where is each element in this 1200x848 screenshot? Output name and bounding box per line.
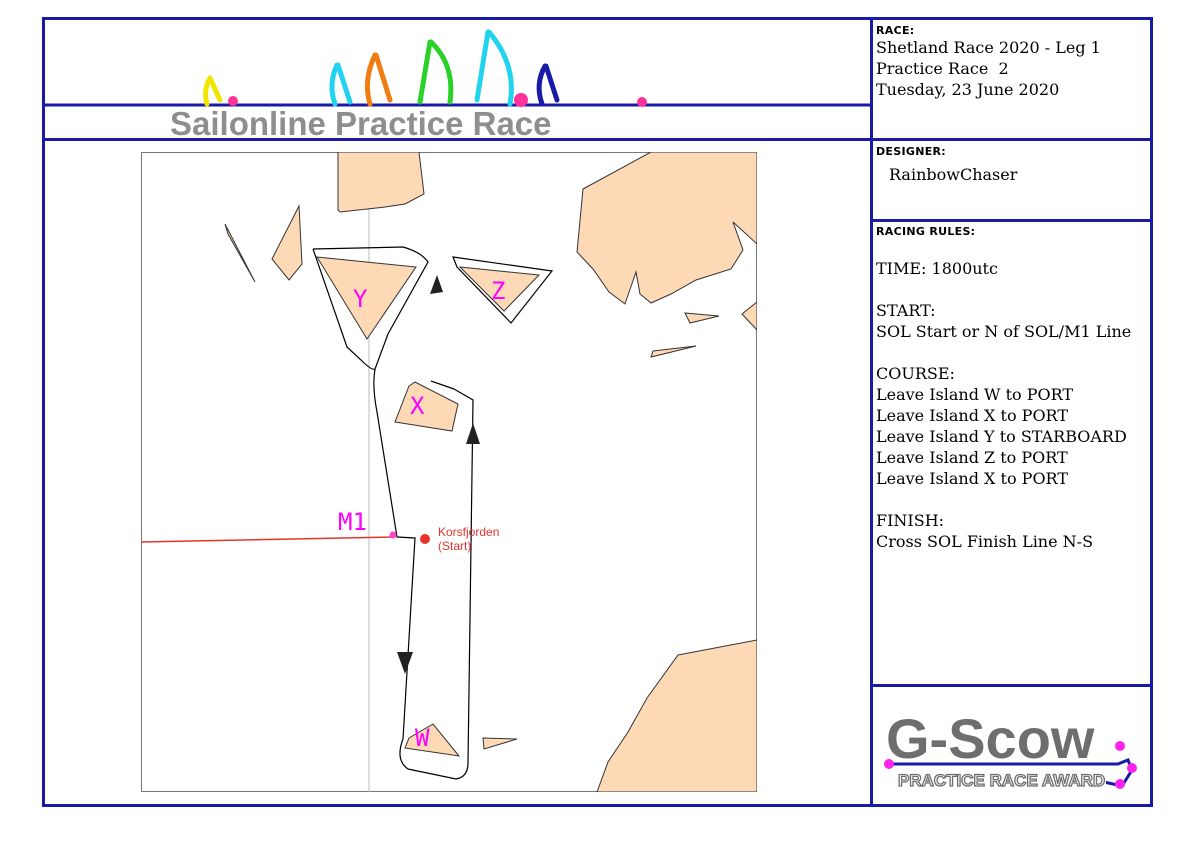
island-label-Y: Y <box>353 285 368 313</box>
designer-name: RainbowChaser <box>889 165 1018 184</box>
course-arrow-icon <box>466 423 480 444</box>
course-item: Leave Island W to PORT <box>876 385 1074 404</box>
sail-green-icon <box>417 39 433 105</box>
banner-graphic: Sailonline Practice Race <box>45 29 870 142</box>
outer-frame <box>42 17 1153 807</box>
course-arrow-icon <box>397 652 413 674</box>
course-map-svg: Korsfjorden (Start) M1 Y Z X W <box>140 151 758 793</box>
dot-icon <box>1115 741 1125 751</box>
mark-M1-icon <box>389 531 397 539</box>
rules-finish-heading: FINISH: <box>876 511 945 530</box>
sail-orange-icon <box>364 52 378 107</box>
islet-northwest <box>224 223 256 283</box>
course-arrow-icon <box>430 275 443 294</box>
rules-time: TIME: 1800utc <box>876 259 998 278</box>
banner: Sailonline Practice Race <box>45 20 870 142</box>
course-item: Leave Island Z to PORT <box>876 448 1068 467</box>
rules-finish-text: Cross SOL Finish Line N-S <box>876 532 1094 551</box>
start-name: Korsfjorden <box>438 525 499 539</box>
buoy-icon <box>228 96 238 106</box>
course-arrows <box>397 275 480 674</box>
rules-course-heading: COURSE: <box>876 364 955 383</box>
race-date: Tuesday, 23 June 2020 <box>876 80 1060 99</box>
course-item: Leave Island Y to STARBOARD <box>876 427 1127 446</box>
award-logo-graphic: G-Scow PRACTICE RACE AWARD <box>884 707 1137 791</box>
island-W <box>404 723 461 757</box>
sail-cyan-icon <box>329 62 340 107</box>
race-name: Shetland Race 2020 - Leg 1 <box>876 38 1101 57</box>
designer-panel: DESIGNER: RainbowChaser <box>876 145 1148 217</box>
course-item: Leave Island X to PORT <box>876 406 1068 425</box>
landmass-north <box>337 151 425 213</box>
award-logo-subtitle: PRACTICE RACE AWARD <box>898 771 1105 790</box>
award-logo: G-Scow PRACTICE RACE AWARD <box>876 690 1148 802</box>
divider-logo <box>870 684 1153 687</box>
course-map: Korsfjorden (Start) M1 Y Z X W <box>140 151 758 793</box>
dot-icon <box>1127 763 1137 773</box>
race-caption: RACE: <box>876 24 915 37</box>
divider-vertical <box>870 17 873 807</box>
dot-icon <box>1115 779 1125 789</box>
rules-caption: RACING RULES: <box>876 225 976 238</box>
islet-northwest-2 <box>271 204 303 281</box>
island-label-X: X <box>410 392 425 420</box>
buoy-icon <box>637 97 647 107</box>
islet-east <box>684 312 720 324</box>
island-label-Z: Z <box>491 277 505 305</box>
mark-label-M1: M1 <box>338 508 367 536</box>
dot-icon <box>884 759 894 769</box>
start-sub: (Start) <box>438 539 471 553</box>
start-line <box>140 536 395 543</box>
start-point-icon <box>420 534 430 544</box>
banner-title: Sailonline Practice Race <box>170 105 552 138</box>
course-item: Leave Island X to PORT <box>876 469 1068 488</box>
race-subtitle: Practice Race 2 <box>876 59 1009 78</box>
sail-cyan-large-icon <box>474 29 491 103</box>
designer-caption: DESIGNER: <box>876 145 946 158</box>
island-label-W: W <box>415 724 430 752</box>
island-X <box>394 381 459 432</box>
divider-designer <box>870 219 1153 222</box>
sail-blue-icon <box>536 63 548 107</box>
course-route <box>312 246 554 780</box>
race-panel: RACE: Shetland Race 2020 - Leg 1 Practic… <box>876 24 1148 134</box>
divider-header <box>42 138 1153 141</box>
islet-south <box>482 737 518 750</box>
island-Z <box>458 266 541 312</box>
island-Y <box>316 256 417 340</box>
rules-start-text: SOL Start or N of SOL/M1 Line <box>876 322 1132 341</box>
award-logo-title: G-Scow <box>886 707 1095 770</box>
buoy-icon <box>514 93 528 107</box>
islet-east-3 <box>650 345 697 358</box>
rules-start-heading: START: <box>876 301 936 320</box>
rules-panel: RACING RULES: TIME: 1800utc START: SOL S… <box>876 225 1148 680</box>
